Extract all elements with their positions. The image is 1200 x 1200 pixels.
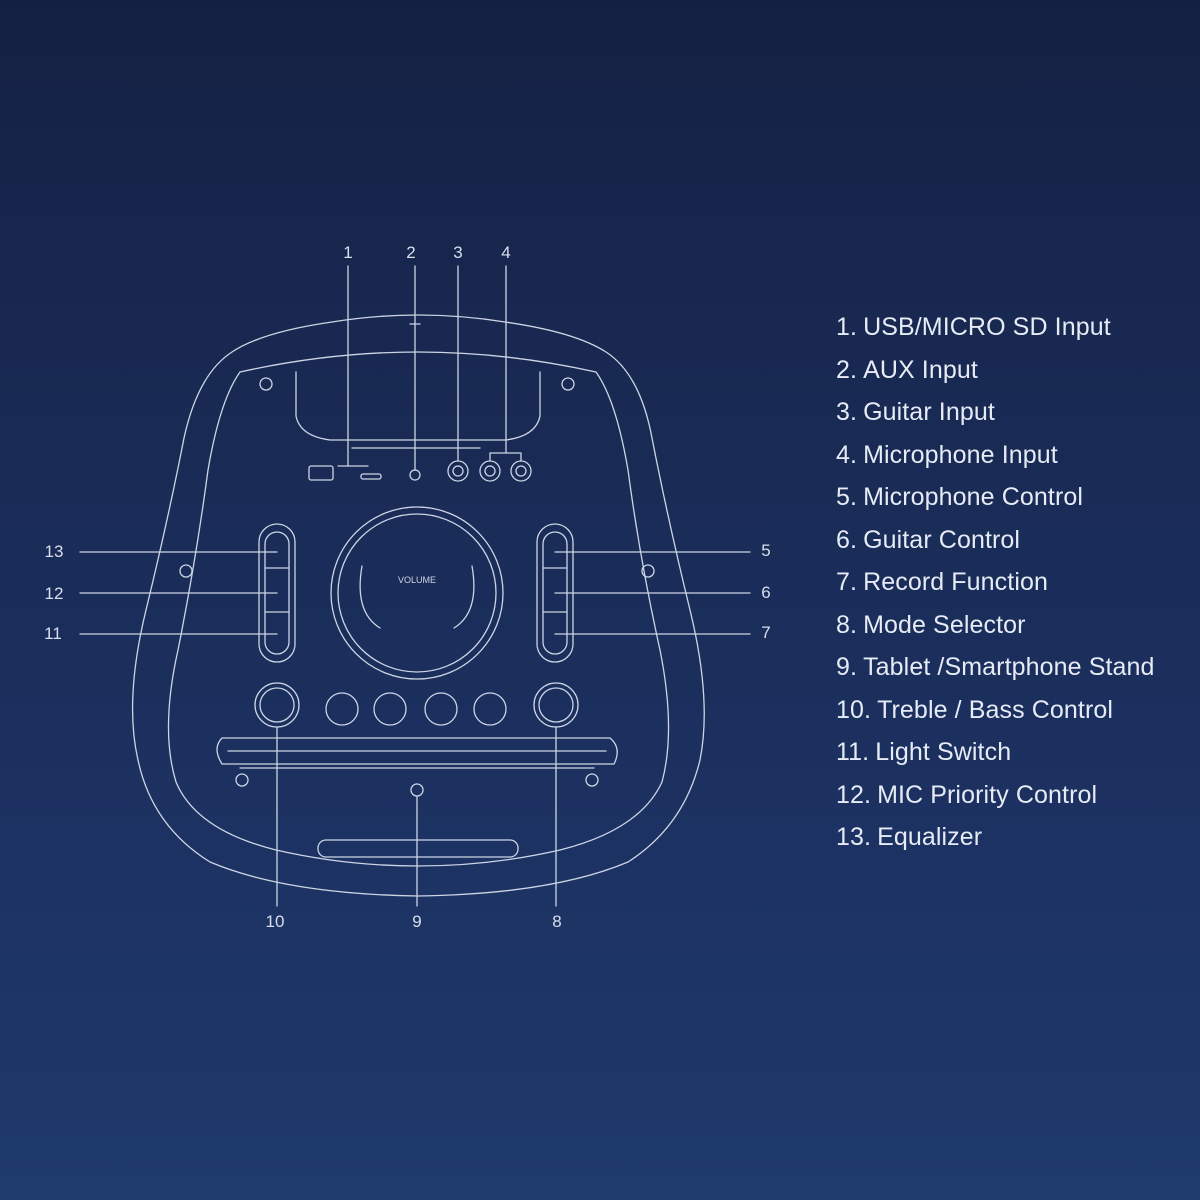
screw-icon (641, 564, 655, 578)
prev-button (373, 692, 407, 726)
tablet-stand (216, 737, 618, 765)
callout-7: 7 (761, 623, 771, 642)
leader-line-4 (489, 265, 507, 462)
callout-3: 3 (453, 243, 463, 262)
legend-item: 5.Microphone Control (836, 483, 1084, 511)
legend-item: 9.Tablet /Smartphone Stand (836, 653, 1155, 681)
legend-item: 1.USB/MICRO SD Input (836, 313, 1111, 341)
legend-item: 10.Treble / Bass Control (836, 695, 1114, 724)
next-button (473, 692, 507, 726)
volume-arc-right (453, 565, 475, 629)
leader-line-1 (337, 265, 349, 467)
screw-icon (585, 773, 599, 787)
callout-9: 9 (412, 912, 422, 931)
callout-10: 10 (265, 912, 285, 931)
callout-11: 11 (44, 624, 62, 643)
legend-item: 13.Equalizer (836, 823, 983, 851)
usb-port-icon (308, 465, 334, 481)
screw-icon (259, 377, 273, 391)
play-pause-button (424, 692, 458, 726)
volume-arc-left (359, 565, 381, 629)
legend-item: 4.Microphone Input (836, 440, 1058, 469)
treble-bass-button (254, 682, 300, 728)
mic2-jack-icon (510, 460, 532, 482)
callout-1: 1 (343, 243, 353, 262)
speaker-inner-body (167, 351, 670, 867)
speaker-outer-body (131, 314, 705, 897)
aux-jack-icon (409, 469, 421, 481)
legend-item: 12.MIC Priority Control (836, 780, 1098, 809)
callout-13: 13 (44, 542, 64, 561)
screw-icon (235, 773, 249, 787)
guitar-jack-icon (447, 460, 469, 482)
screw-icon (179, 564, 193, 578)
volume-label: VOLUME (398, 575, 436, 585)
screw-icon (410, 783, 424, 797)
legend-item: 11.Light Switch (836, 738, 1012, 766)
callout-5: 5 (761, 541, 771, 560)
callout-8: 8 (552, 912, 562, 931)
legend-item: 6.Guitar Control (836, 525, 1021, 554)
callout-12: 12 (44, 584, 64, 603)
mic1-jack-icon (479, 460, 501, 482)
feature-legend: 1.USB/MICRO SD Input 2.AUX Input 3.Guita… (836, 306, 1155, 859)
screw-icon (561, 377, 575, 391)
handle-cutout (295, 371, 541, 441)
bottom-grip (317, 839, 519, 858)
micro-sd-slot-icon (360, 473, 382, 480)
callout-2: 2 (406, 243, 416, 262)
volume-dial (330, 506, 504, 680)
mode-button (533, 682, 579, 728)
legend-item: 7.Record Function (836, 568, 1048, 596)
callout-4: 4 (501, 243, 511, 262)
callout-6: 6 (761, 583, 771, 602)
legend-item: 2.AUX Input (836, 355, 978, 384)
repeat-button (325, 692, 359, 726)
legend-item: 3.Guitar Input (836, 398, 995, 426)
legend-item: 8.Mode Selector (836, 610, 1026, 639)
